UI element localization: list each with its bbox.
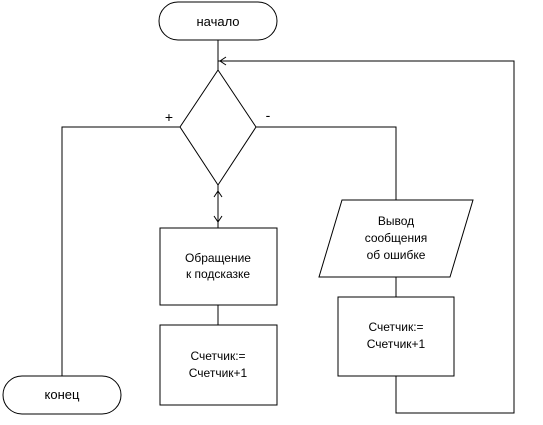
counter-left-line-1: Счетчик:= bbox=[190, 349, 245, 363]
counter-right-shape bbox=[337, 296, 455, 377]
help-shape bbox=[159, 227, 278, 306]
line-no-branch bbox=[256, 126, 397, 200]
arrow-loop-entry-icon bbox=[219, 56, 227, 66]
error-output-block: Вывод сообщения об ошибке bbox=[318, 199, 474, 278]
end-label: конец bbox=[45, 387, 80, 402]
start-terminal: начало bbox=[158, 1, 278, 41]
arrowheads bbox=[213, 56, 227, 223]
branch-no-label: - bbox=[266, 107, 271, 123]
error-output-line-1: Вывод bbox=[378, 214, 414, 228]
line-yes-branch bbox=[61, 126, 180, 376]
error-output-shape bbox=[318, 199, 474, 278]
counter-right-line-2: Счетчик+1 bbox=[367, 337, 426, 351]
help-label-line-1: Обращение bbox=[185, 251, 251, 265]
end-terminal: конец bbox=[2, 375, 122, 415]
branch-yes-label: + bbox=[165, 109, 173, 125]
decision-shape bbox=[179, 69, 257, 186]
start-shape bbox=[158, 1, 278, 41]
error-output-line-3: об ошибке bbox=[367, 248, 426, 262]
error-output-line-2: сообщения bbox=[365, 231, 428, 245]
line-loop-back bbox=[218, 60, 515, 414]
arrow-up-icon bbox=[213, 190, 223, 198]
start-label: начало bbox=[196, 14, 239, 29]
decision: + - bbox=[165, 69, 271, 186]
counter-left-block: Счетчик:= Счетчик+1 bbox=[159, 324, 278, 406]
help-block: Обращение к подсказке bbox=[159, 227, 278, 306]
help-label-line-2: к подсказке bbox=[186, 267, 250, 281]
counter-right-line-1: Счетчик:= bbox=[368, 320, 423, 334]
counter-right-block: Счетчик:= Счетчик+1 bbox=[337, 296, 455, 377]
counter-left-shape bbox=[159, 324, 278, 406]
arrow-down-icon bbox=[213, 215, 223, 223]
counter-left-line-2: Счетчик+1 bbox=[189, 366, 248, 380]
connectors bbox=[61, 40, 515, 414]
end-shape bbox=[2, 375, 122, 415]
